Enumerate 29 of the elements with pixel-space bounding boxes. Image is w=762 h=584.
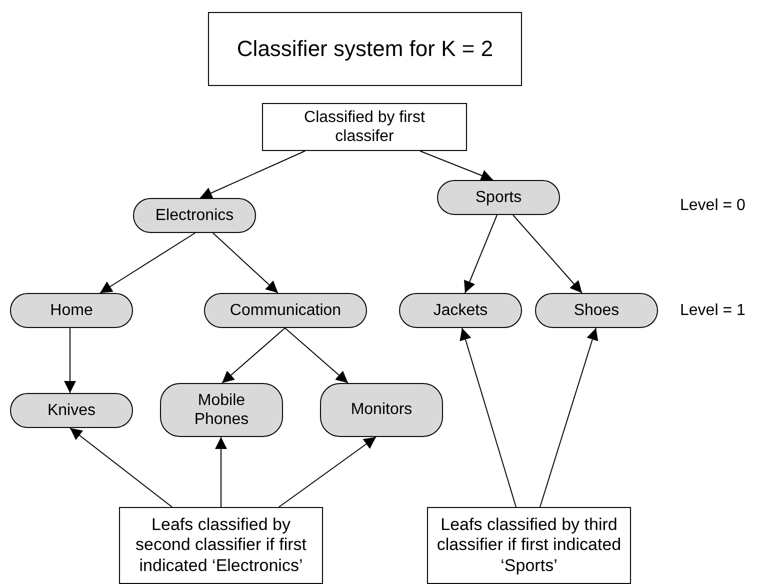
- leaf-pill: Monitors: [320, 383, 443, 437]
- category-pill: Jackets: [399, 293, 522, 328]
- arrow: [222, 328, 286, 384]
- arrow: [70, 428, 172, 508]
- level-label: Level = 0: [680, 197, 746, 215]
- process-box: Classified by first classifer: [262, 103, 467, 151]
- arrow: [460, 328, 516, 508]
- arrow: [200, 150, 306, 199]
- category-pill: Electronics: [133, 198, 256, 233]
- category-pill: Sports: [437, 180, 560, 215]
- arrow: [278, 436, 376, 508]
- arrow: [540, 328, 598, 508]
- arrow: [100, 232, 196, 294]
- note-box: Leafs classified by third classifier if first indicated ‘Sports’: [427, 507, 631, 584]
- category-pill: Shoes: [535, 293, 658, 328]
- leaf-pill: Knives: [10, 393, 133, 428]
- arrow: [215, 436, 227, 508]
- category-pill: Home: [10, 293, 133, 328]
- note-box: Leafs classified by second classifier if first indicated ‘Electronics’: [119, 507, 323, 584]
- arrow: [284, 328, 348, 384]
- arrow: [212, 232, 278, 294]
- category-pill: Communication: [204, 293, 367, 328]
- leaf-pill: Mobile Phones: [160, 383, 283, 437]
- arrow: [464, 214, 498, 294]
- title-box: Classifier system for K = 2: [208, 12, 522, 86]
- arrow: [512, 214, 582, 294]
- level-label: Level = 1: [680, 302, 746, 320]
- arrow: [64, 328, 76, 394]
- arrow: [420, 150, 494, 182]
